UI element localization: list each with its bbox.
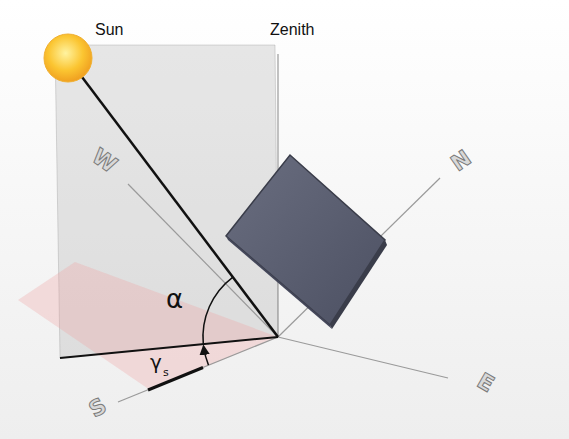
compass-letter: N (447, 147, 475, 176)
azimuth-subscript: s (163, 367, 169, 378)
horizontal-plane (18, 262, 278, 390)
zenith-label: Zenith (270, 22, 314, 38)
compass-letter: W (88, 145, 121, 177)
solar-panel (226, 155, 385, 325)
sun-label: Sun (95, 22, 123, 38)
panel-edge (226, 236, 332, 329)
sun-projection (60, 337, 278, 358)
azimuth-symbol: γ (150, 352, 162, 372)
compass-letter: E (474, 370, 498, 397)
azimuth-arc (204, 347, 209, 366)
sun-symbol (44, 34, 92, 82)
altitude-arc (203, 277, 233, 344)
panel-edge (330, 240, 387, 329)
south-axis (118, 337, 278, 402)
east-axis (278, 337, 448, 378)
compass-letter: S (86, 395, 111, 422)
altitude-symbol: α (166, 286, 183, 312)
